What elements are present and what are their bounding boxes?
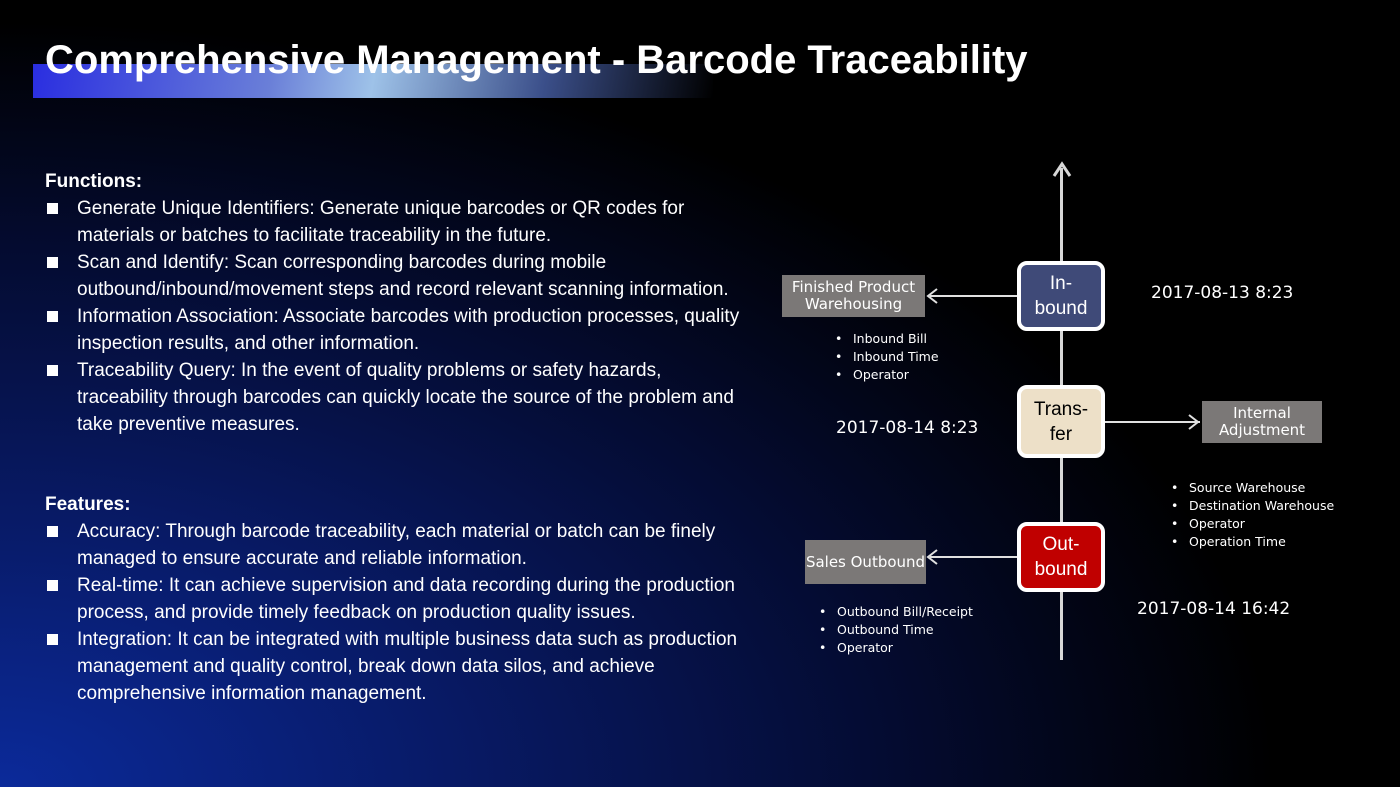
- detail-item: Destination Warehouse: [1169, 497, 1334, 515]
- transfer-date: 2017-08-14 8:23: [836, 418, 979, 438]
- detail-item: Operator: [1169, 515, 1334, 533]
- feature-item: Integration: It can be integrated with m…: [45, 626, 745, 707]
- features-section: Features: Accuracy: Through barcode trac…: [45, 491, 745, 707]
- arrow-up-icon: [1052, 161, 1072, 177]
- item-text: Integration: It can be integrated with m…: [77, 629, 738, 704]
- detail-item: Inbound Time: [833, 348, 939, 366]
- function-item: Traceability Query: In the event of qual…: [45, 357, 745, 438]
- transfer-details: Source Warehouse Destination Warehouse O…: [1169, 479, 1334, 551]
- item-text: Generate Unique Identifiers: Generate un…: [77, 198, 685, 246]
- function-item: Information Association: Associate barco…: [45, 303, 745, 357]
- detail-item: Inbound Bill: [833, 330, 939, 348]
- outbound-connector: [930, 556, 1020, 558]
- item-text: Accuracy: Through barcode traceability, …: [77, 521, 716, 569]
- detail-item: Outbound Bill/Receipt: [817, 603, 973, 621]
- outbound-node: Out- bound: [1017, 522, 1105, 592]
- functions-heading: Functions:: [45, 171, 143, 192]
- detail-item: Outbound Time: [817, 621, 973, 639]
- arrow-right-icon: [1188, 414, 1200, 430]
- internal-adjustment-box: Internal Adjustment: [1202, 401, 1322, 443]
- transfer-node: Trans- fer: [1017, 385, 1105, 458]
- features-heading: Features:: [45, 494, 131, 515]
- slide-title: Comprehensive Management - Barcode Trace…: [45, 38, 1028, 82]
- function-item: Scan and Identify: Scan corresponding ba…: [45, 249, 745, 303]
- feature-item: Accuracy: Through barcode traceability, …: [45, 518, 745, 572]
- transfer-connector: [1104, 421, 1200, 423]
- detail-item: Operator: [833, 366, 939, 384]
- inbound-date: 2017-08-13 8:23: [1151, 283, 1294, 303]
- inbound-node: In- bound: [1017, 261, 1105, 331]
- item-text: Traceability Query: In the event of qual…: [77, 360, 734, 435]
- arrow-left-icon: [926, 288, 938, 304]
- sales-outbound-box: Sales Outbound: [805, 540, 926, 584]
- detail-item: Operator: [817, 639, 973, 657]
- feature-item: Real-time: It can achieve supervision an…: [45, 572, 745, 626]
- outbound-details: Outbound Bill/Receipt Outbound Time Oper…: [817, 603, 973, 657]
- detail-item: Operation Time: [1169, 533, 1334, 551]
- item-text: Scan and Identify: Scan corresponding ba…: [77, 252, 729, 300]
- inbound-connector: [930, 295, 1020, 297]
- item-text: Information Association: Associate barco…: [77, 306, 740, 354]
- detail-item: Source Warehouse: [1169, 479, 1334, 497]
- outbound-date: 2017-08-14 16:42: [1137, 599, 1291, 619]
- finished-product-warehousing-box: Finished Product Warehousing: [782, 275, 925, 317]
- item-text: Real-time: It can achieve supervision an…: [77, 575, 735, 623]
- inbound-details: Inbound Bill Inbound Time Operator: [833, 330, 939, 384]
- title-gradient-bar: [33, 64, 713, 98]
- functions-section: Functions: Generate Unique Identifiers: …: [45, 168, 745, 438]
- arrow-left-icon: [926, 549, 938, 565]
- function-item: Generate Unique Identifiers: Generate un…: [45, 195, 745, 249]
